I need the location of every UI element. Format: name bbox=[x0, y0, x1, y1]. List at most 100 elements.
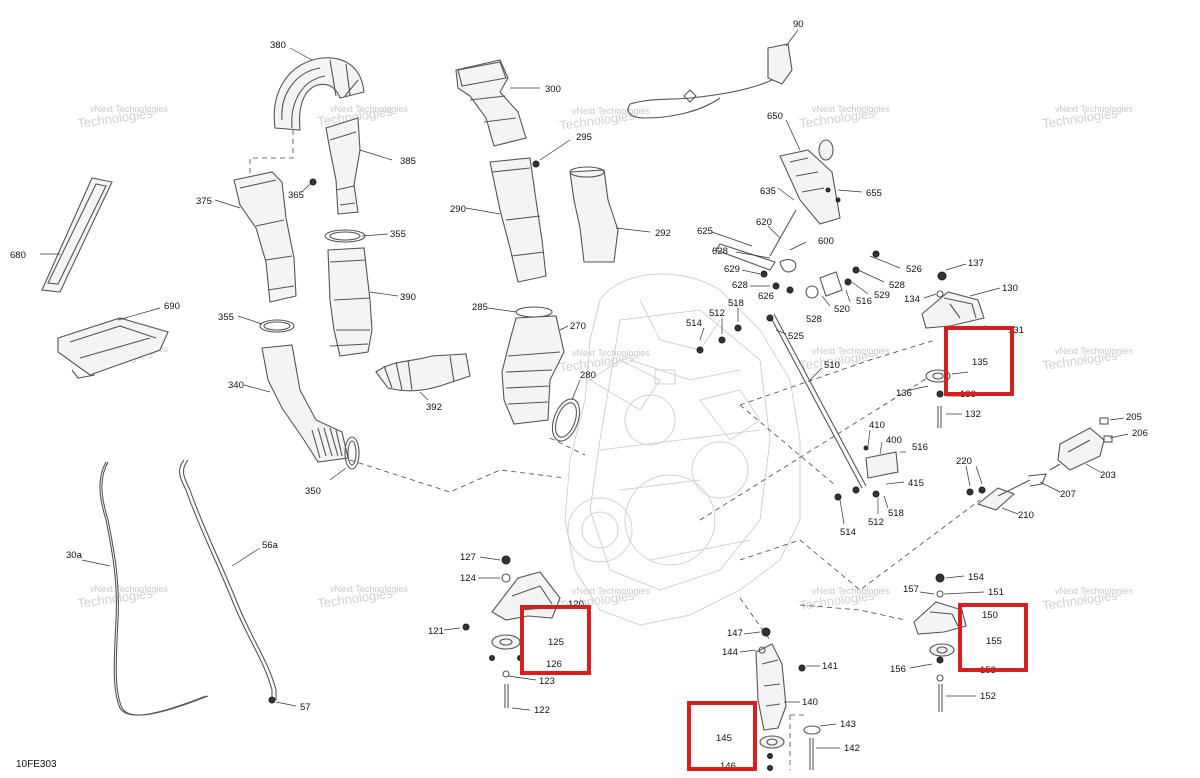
label-292: 292 bbox=[655, 228, 671, 239]
label-120: 120 bbox=[568, 599, 584, 610]
watermark-13: vNext Technologies bbox=[812, 586, 890, 596]
watermark-9: vNext Technologies bbox=[1055, 346, 1133, 356]
label-206: 206 bbox=[1132, 428, 1148, 439]
part-355-clamp-lower bbox=[237, 315, 295, 333]
label-626: 626 bbox=[758, 291, 774, 302]
label-600: 600 bbox=[818, 236, 834, 247]
part-90-harness bbox=[627, 29, 799, 119]
label-529: 529 bbox=[874, 290, 890, 301]
label-400: 400 bbox=[886, 435, 902, 446]
part-392-tube bbox=[375, 353, 471, 401]
watermark-8: vNext Technologies bbox=[812, 346, 890, 356]
part-56a-cable bbox=[178, 459, 297, 707]
label-625: 625 bbox=[697, 226, 713, 237]
label-122: 122 bbox=[534, 705, 550, 716]
label-140: 140 bbox=[802, 697, 818, 708]
label-690: 690 bbox=[164, 301, 180, 312]
watermark-7: vNext Technologies bbox=[572, 348, 650, 358]
label-203: 203 bbox=[1100, 470, 1116, 481]
label-380: 380 bbox=[270, 40, 286, 51]
label-130: 130 bbox=[1002, 283, 1018, 294]
label-629: 629 bbox=[724, 264, 740, 275]
label-146: 146 bbox=[720, 761, 736, 772]
label-525: 525 bbox=[788, 331, 804, 342]
label-385: 385 bbox=[400, 156, 416, 167]
part-130-mount bbox=[921, 263, 1007, 329]
part-285-clamp bbox=[515, 306, 553, 318]
part-292-duct bbox=[569, 166, 651, 263]
label-126: 126 bbox=[546, 659, 562, 670]
part-270-boot bbox=[501, 315, 569, 425]
part-155-isolator bbox=[909, 643, 976, 712]
label-365: 365 bbox=[288, 190, 304, 201]
label-510: 510 bbox=[824, 360, 840, 371]
part-203-connector bbox=[1049, 417, 1129, 473]
watermark-5: vNext Technologies bbox=[1055, 104, 1133, 114]
diagram-code: 10FE303 bbox=[16, 759, 57, 770]
label-156: 156 bbox=[890, 664, 906, 675]
label-655: 655 bbox=[866, 188, 882, 199]
label-285: 285 bbox=[472, 302, 488, 313]
label-151: 151 bbox=[988, 587, 1004, 598]
label-207: 207 bbox=[1060, 489, 1076, 500]
label-514-upper: 514 bbox=[686, 318, 702, 329]
part-295-screw bbox=[532, 160, 540, 168]
highlight-boxes bbox=[520, 326, 1028, 771]
highlight-box-135 bbox=[944, 326, 1014, 396]
part-30a-cable bbox=[81, 461, 209, 716]
label-680: 680 bbox=[10, 250, 26, 261]
part-355-clamp-upper bbox=[324, 229, 389, 243]
label-514-lower: 514 bbox=[840, 527, 856, 538]
label-56a: 56a bbox=[262, 540, 279, 551]
label-270: 270 bbox=[570, 321, 586, 332]
watermark-10: vNext Technologies bbox=[90, 584, 168, 594]
part-340-hose bbox=[243, 344, 349, 463]
label-143: 143 bbox=[840, 719, 856, 730]
part-120-mount bbox=[443, 555, 561, 631]
part-400-lever bbox=[834, 429, 906, 525]
label-157: 157 bbox=[903, 584, 919, 595]
label-144: 144 bbox=[722, 647, 738, 658]
label-528-lower: 528 bbox=[806, 314, 822, 325]
label-125: 125 bbox=[548, 637, 564, 648]
label-141: 141 bbox=[822, 661, 838, 672]
label-518-lower: 518 bbox=[888, 508, 904, 519]
label-150: 150 bbox=[982, 610, 998, 621]
label-290: 290 bbox=[450, 204, 466, 215]
label-220: 220 bbox=[956, 456, 972, 467]
part-375-duct bbox=[214, 171, 297, 303]
label-516-upper: 516 bbox=[856, 296, 872, 307]
label-628-lower: 628 bbox=[732, 280, 748, 291]
watermark-11: vNext Technologies bbox=[330, 584, 408, 594]
label-635: 635 bbox=[760, 186, 776, 197]
highlight-box-145 bbox=[687, 701, 757, 771]
part-140-mount bbox=[739, 627, 820, 731]
label-350: 350 bbox=[305, 486, 321, 497]
part-350-clamp bbox=[329, 436, 360, 481]
callout-labels: 90 380 300 385 295 650 365 375 355 355 2… bbox=[10, 19, 1148, 772]
highlight-box-125 bbox=[520, 605, 591, 675]
label-518-upper: 518 bbox=[728, 298, 744, 309]
watermark-3: vNext Technologies bbox=[572, 106, 650, 116]
label-620: 620 bbox=[756, 217, 772, 228]
watermark-14: vNext Technologies bbox=[1055, 586, 1133, 596]
label-628-upper: 628 bbox=[712, 246, 728, 257]
shift-linkage-right bbox=[805, 250, 901, 307]
label-520: 520 bbox=[834, 304, 850, 315]
part-280-gasket bbox=[551, 379, 581, 442]
label-512-upper: 512 bbox=[709, 308, 725, 319]
part-300-intake-boot bbox=[455, 59, 540, 147]
label-145: 145 bbox=[716, 733, 732, 744]
label-132: 132 bbox=[965, 409, 981, 420]
label-154: 154 bbox=[968, 572, 984, 583]
label-135: 135 bbox=[972, 357, 988, 368]
label-410: 410 bbox=[869, 420, 885, 431]
label-136: 136 bbox=[896, 388, 912, 399]
label-295: 295 bbox=[576, 132, 592, 143]
watermark-4: vNext Technologies bbox=[812, 104, 890, 114]
label-340: 340 bbox=[228, 380, 244, 391]
label-134: 134 bbox=[904, 294, 920, 305]
part-680-filter-panel bbox=[40, 177, 113, 293]
label-526: 526 bbox=[906, 264, 922, 275]
label-355-upper: 355 bbox=[390, 229, 406, 240]
